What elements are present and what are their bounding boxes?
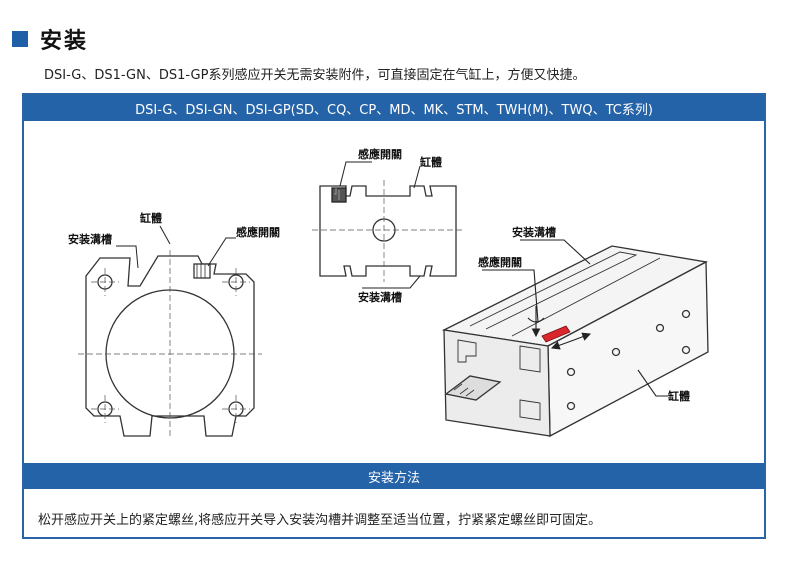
iso-sensor-switch <box>541 325 571 343</box>
label-mid-groove: 安装溝槽 <box>358 290 402 304</box>
label-left-switch: 感應開關 <box>236 225 280 239</box>
section-header: 安装 <box>12 24 88 54</box>
intro-description: DSI-G、DS1-GN、DS1-GP系列感应开关无需安装附件，可直接固定在气缸… <box>44 68 586 83</box>
end-view-outline <box>85 255 255 437</box>
label-left-cylinder: 缸體 <box>139 211 162 225</box>
end-view-switch <box>193 263 211 279</box>
cylinder-isometric-view <box>441 245 709 438</box>
label-right-switch: 感應開關 <box>478 255 522 269</box>
label-mid-switch: 感應開關 <box>358 147 402 161</box>
diagram-frame: DSI-G、DSI-GN、DSI-GP(SD、CQ、CP、MD、MK、STM、T… <box>22 93 766 539</box>
label-right-groove: 安装溝槽 <box>512 225 556 239</box>
method-title-bar: 安装方法 <box>24 463 764 489</box>
profile-section-view <box>319 185 457 277</box>
method-description: 松开感应开关上的紧定螺丝,将感应开关导入安装沟槽并调整至适当位置，拧紧紧定螺丝即… <box>38 513 602 528</box>
page-title: 安装 <box>40 29 89 54</box>
series-title-bar: DSI-G、DSI-GN、DSI-GP(SD、CQ、CP、MD、MK、STM、T… <box>24 95 764 121</box>
iso-rod <box>444 375 502 401</box>
label-mid-cylinder: 缸體 <box>419 155 442 169</box>
label-left-groove: 安装溝槽 <box>68 232 112 246</box>
label-right-cylinder: 缸體 <box>667 389 690 403</box>
section-marker-icon <box>12 31 28 47</box>
